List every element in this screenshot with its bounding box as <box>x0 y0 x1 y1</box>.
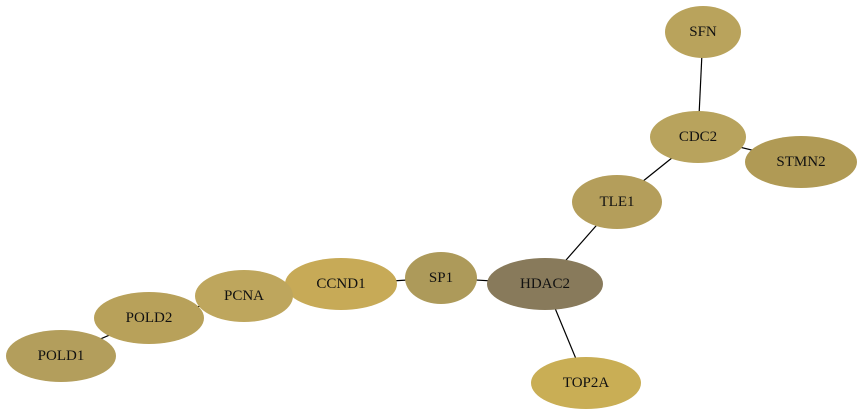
node-ellipse <box>665 6 741 58</box>
node-ellipse <box>572 175 662 229</box>
node-pold1[interactable]: POLD1 <box>6 330 116 382</box>
node-ellipse <box>650 111 746 163</box>
node-ellipse <box>285 258 397 310</box>
node-tle1[interactable]: TLE1 <box>572 175 662 229</box>
node-pold2[interactable]: POLD2 <box>94 292 204 344</box>
node-ellipse <box>405 252 477 304</box>
node-cdc2[interactable]: CDC2 <box>650 111 746 163</box>
node-pcna[interactable]: PCNA <box>195 270 293 322</box>
node-ellipse <box>6 330 116 382</box>
node-top2a[interactable]: TOP2A <box>531 357 641 409</box>
node-ellipse <box>531 357 641 409</box>
node-ellipse <box>94 292 204 344</box>
node-ccnd1[interactable]: CCND1 <box>285 258 397 310</box>
node-ellipse <box>487 258 603 310</box>
node-ellipse <box>195 270 293 322</box>
node-sfn[interactable]: SFN <box>665 6 741 58</box>
node-hdac2[interactable]: HDAC2 <box>487 258 603 310</box>
node-sp1[interactable]: SP1 <box>405 252 477 304</box>
nodes-layer: SFN CDC2STMN2TLE1HDAC2SP1CCND1PCNAPOLD2PO… <box>6 6 857 409</box>
node-ellipse <box>745 136 857 188</box>
node-stmn2[interactable]: STMN2 <box>745 136 857 188</box>
